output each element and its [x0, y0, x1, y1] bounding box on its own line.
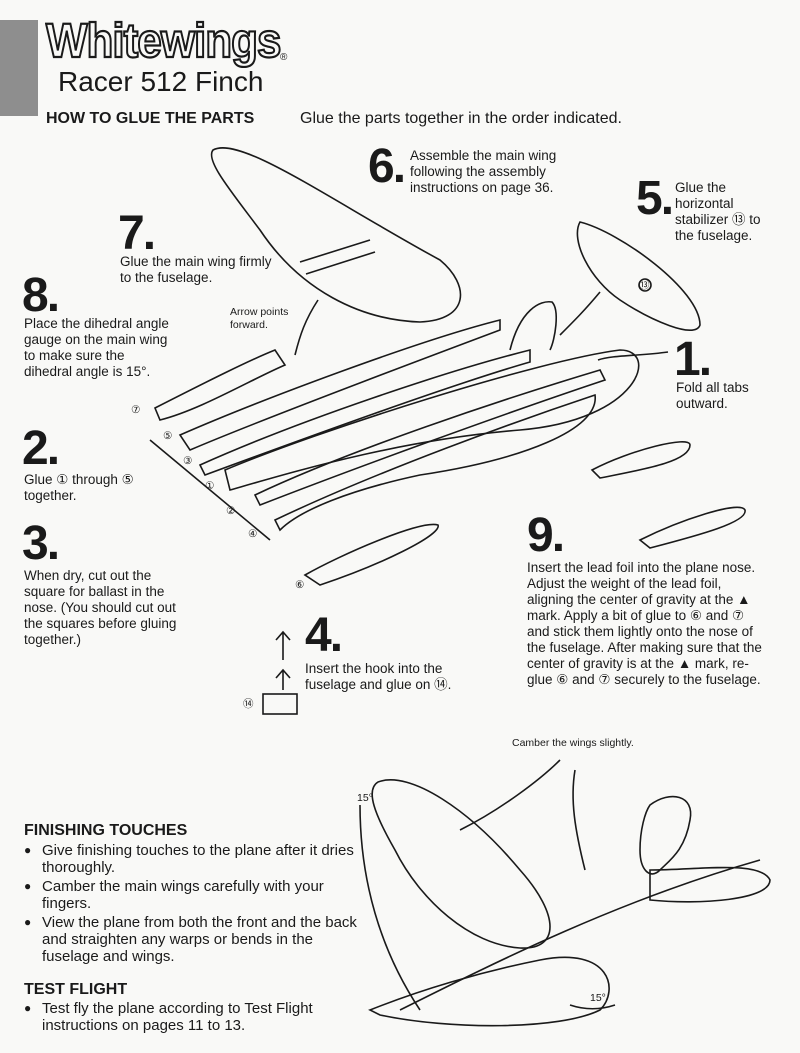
finishing-bullet: Give finishing touches to the plane afte…: [24, 842, 359, 876]
test-flight-list: Test fly the plane according to Test Fli…: [24, 1000, 324, 1036]
step-8-number: 8.: [22, 269, 60, 322]
part-label-13: ⑬: [639, 279, 650, 291]
step-6-number: 6.: [368, 140, 406, 193]
howto-description: Glue the parts together in the order ind…: [300, 110, 622, 127]
finishing-list: Give finishing touches to the plane afte…: [24, 842, 359, 967]
finishing-bullet: View the plane from both the front and t…: [24, 914, 359, 965]
step-8-text: Place the dihedral angle gauge on the ma…: [24, 316, 169, 379]
model-title: Racer 512 Finch: [58, 66, 264, 97]
step-4-number: 4.: [305, 609, 343, 662]
step-5-number: 5.: [636, 172, 674, 225]
step-1-text: Fold all tabs outward.: [676, 380, 749, 411]
part-label-2: ②: [226, 505, 236, 517]
header-tab-bar: [0, 20, 38, 116]
step-3-number: 3.: [22, 517, 60, 570]
part-label-4: ④: [248, 528, 258, 540]
step-5-text: Glue the horizontal stabilizer ⑬ to the …: [675, 180, 761, 243]
step-7-number: 7.: [118, 207, 156, 260]
step-7-text: Glue the main wing firmly to the fuselag…: [120, 254, 272, 285]
brand-registered-mark: ®: [280, 52, 288, 63]
test-flight-bullet: Test fly the plane according to Test Fli…: [24, 1000, 324, 1034]
step-4-text: Insert the hook into the fuselage and gl…: [305, 661, 452, 692]
part-label-1: ①: [205, 480, 215, 492]
step-2-number: 2.: [22, 422, 60, 475]
angle-bottom-label: 15°: [590, 992, 606, 1004]
step-1-number: 1.: [674, 333, 712, 386]
howto-title: HOW TO GLUE THE PARTS: [46, 110, 255, 127]
test-flight-title: TEST FLIGHT: [24, 981, 128, 998]
step-2-text: Glue ① through ⑤ together.: [24, 472, 134, 503]
step-6-text: Assemble the main wing following the ass…: [410, 148, 557, 195]
finishing-bullet: Camber the main wings carefully with you…: [24, 878, 359, 912]
arrow-note: Arrow points forward.: [230, 306, 289, 331]
finishing-title: FINISHING TOUCHES: [24, 822, 188, 839]
step-9-text: Insert the lead foil into the plane nose…: [527, 560, 762, 687]
part-label-3: ③: [183, 455, 193, 467]
step-9-number: 9.: [527, 509, 565, 562]
camber-note: Camber the wings slightly.: [512, 737, 634, 749]
brand-logo: Whitewings: [45, 13, 282, 69]
step-3-text: When dry, cut out the square for ballast…: [24, 568, 177, 647]
part-label-5: ⑤: [163, 430, 173, 442]
angle-top-label: 15°: [357, 792, 373, 804]
part-label-6: ⑥: [295, 579, 305, 591]
part-label-7: ⑦: [131, 404, 141, 416]
part-label-14: ⑭: [243, 698, 254, 710]
